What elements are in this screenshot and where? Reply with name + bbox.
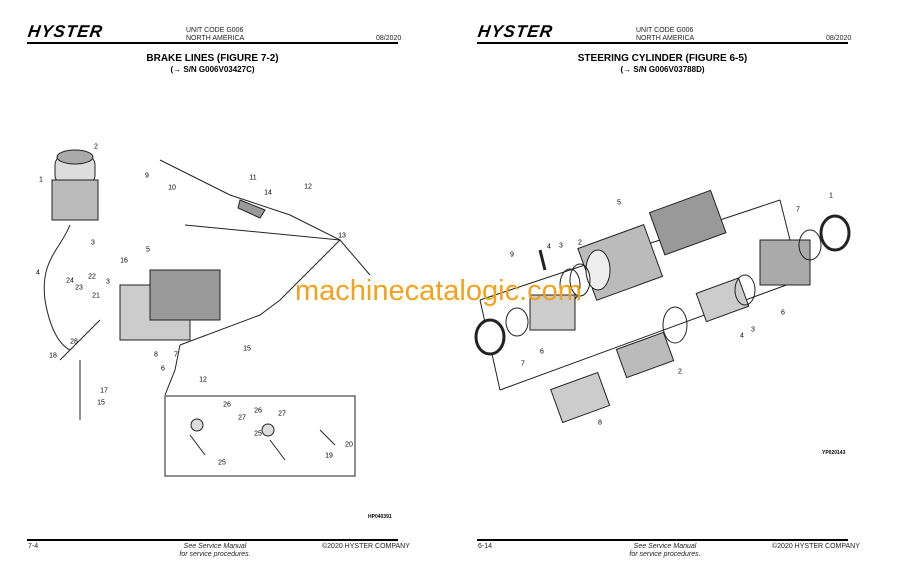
note-line-2: for service procedures.	[629, 551, 701, 558]
header-rule	[477, 42, 848, 44]
callout-number: 13	[338, 232, 346, 240]
page-title: STEERING CYLINDER (FIGURE 6-5)	[577, 53, 748, 64]
callout-number: 19	[325, 452, 333, 460]
callout-number: 28	[70, 338, 78, 346]
callout-number: 4	[36, 269, 40, 277]
note-line-1: See Service Manual	[183, 543, 247, 550]
hyster-logo: HYSTER	[476, 22, 555, 41]
callout-number: 4	[547, 243, 551, 251]
callout-number: 7	[521, 360, 525, 368]
callout-number: 14	[264, 189, 272, 197]
callout-number: 2	[94, 143, 98, 151]
callout-number: 9	[145, 172, 149, 180]
callout-number: 6	[161, 365, 165, 373]
callout-number: 26	[254, 407, 262, 415]
callout-number: 27	[238, 414, 246, 422]
callout-number: 15	[97, 399, 105, 407]
callout-number: 1	[829, 192, 833, 200]
callout-number: 8	[598, 419, 602, 427]
callout-number: 21	[92, 292, 100, 300]
brake-lines-diagram	[43, 149, 371, 477]
callout-number: 3	[559, 242, 563, 250]
footer-rule	[27, 539, 398, 541]
callout-number: 25	[254, 430, 262, 438]
copyright: ©2020 HYSTER COMPANY	[322, 543, 410, 550]
callout-number: 10	[168, 184, 176, 192]
callout-number: 3	[751, 326, 755, 334]
callout-number: 23	[75, 284, 83, 292]
watermark: machinecatalogic.com	[295, 275, 582, 307]
callout-number: 18	[49, 352, 57, 360]
callout-number: 7	[174, 351, 178, 359]
region: NORTH AMERICA	[636, 35, 695, 42]
footer-rule	[477, 539, 848, 541]
callout-number: 24	[66, 277, 74, 285]
callout-number: 1	[39, 176, 43, 184]
figure-id: YP020143	[822, 450, 846, 456]
hyster-logo: HYSTER	[26, 22, 105, 41]
callout-number: 3	[91, 239, 95, 247]
note-line-1: See Service Manual	[633, 543, 697, 550]
figure-id: HP040391	[368, 514, 392, 520]
callout-number: 5	[146, 246, 150, 254]
callout-number: 27	[278, 410, 286, 418]
callout-number: 11	[249, 174, 257, 182]
callout-number: 4	[740, 332, 744, 340]
callout-number: 6	[781, 309, 785, 317]
note-line-2: for service procedures.	[179, 551, 251, 558]
callout-number: 7	[796, 206, 800, 214]
callout-number: 3	[106, 278, 110, 286]
callout-number: 25	[218, 459, 226, 467]
region: NORTH AMERICA	[186, 35, 245, 42]
steering-cylinder-diagram	[474, 189, 851, 424]
callout-number: 20	[345, 441, 353, 449]
callout-number: 2	[678, 368, 682, 376]
unit-code: UNIT CODE G006	[636, 27, 694, 34]
callout-number: 15	[243, 345, 251, 353]
callout-number: 12	[304, 183, 312, 191]
unit-code: UNIT CODE G006	[186, 27, 244, 34]
callout-number: 17	[100, 387, 108, 395]
callout-number: 2	[578, 239, 582, 247]
page-number: 7-4	[28, 543, 39, 550]
callout-number: 5	[617, 199, 621, 207]
header-rule	[27, 42, 398, 44]
date: 08/2020	[826, 35, 852, 42]
callout-number: 26	[223, 401, 231, 409]
callout-number: 22	[88, 273, 96, 281]
page-number: 6-14	[478, 543, 493, 550]
callout-number: 12	[199, 376, 207, 384]
page-subtitle: (→ S/N G006V03427C)	[170, 65, 255, 74]
callout-number: 9	[510, 251, 514, 259]
page-title: BRAKE LINES (FIGURE 7-2)	[146, 53, 279, 64]
callout-number: 8	[154, 351, 158, 359]
page-subtitle: (→ S/N G006V03788D)	[620, 65, 705, 74]
date: 08/2020	[376, 35, 402, 42]
copyright: ©2020 HYSTER COMPANY	[772, 543, 860, 550]
callout-number: 16	[120, 257, 128, 265]
callout-number: 6	[540, 348, 544, 356]
